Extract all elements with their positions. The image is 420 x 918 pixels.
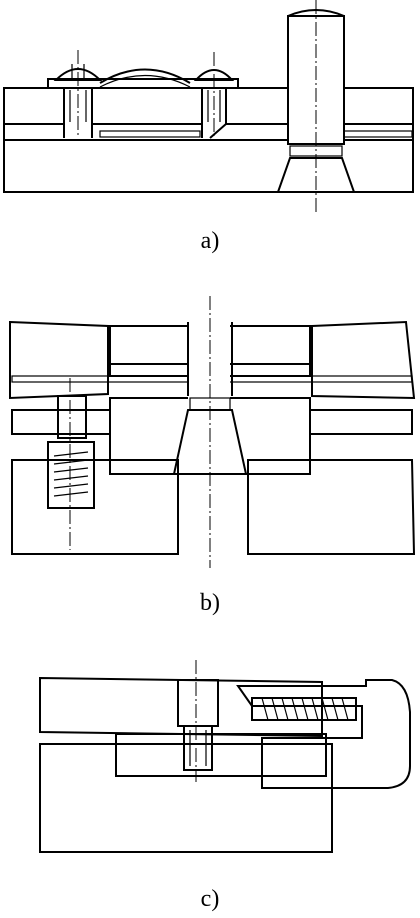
stripper-cover-plate xyxy=(47,78,239,89)
leaf-spring xyxy=(99,68,191,84)
die-opening xyxy=(172,409,248,475)
die-aperture xyxy=(276,157,356,193)
caption-a: a) xyxy=(200,228,220,254)
figure-b xyxy=(9,296,416,568)
caption-c: c) xyxy=(200,886,220,912)
guide-bar-right xyxy=(309,409,413,435)
hook-clamp xyxy=(236,679,411,789)
base-plate xyxy=(39,743,333,853)
cap-screw-head xyxy=(177,679,219,727)
caption-b: b) xyxy=(200,590,220,616)
pilot-pin xyxy=(57,395,87,439)
lower-base-left xyxy=(11,459,179,555)
guide-bar-left xyxy=(11,409,111,435)
workpiece-strip-right xyxy=(343,130,413,138)
screw-head-right xyxy=(193,69,235,81)
intermediate-block xyxy=(115,733,327,777)
top-plate xyxy=(39,676,323,738)
right-upper-block xyxy=(311,320,416,400)
screw-head-left xyxy=(53,68,103,81)
threaded-pin xyxy=(251,697,357,721)
figure-a xyxy=(3,0,414,212)
lower-die-plate xyxy=(3,139,414,193)
figure-c xyxy=(39,660,411,853)
left-upper-block xyxy=(9,320,109,400)
cap-screw-shank xyxy=(183,725,213,771)
workpiece-strip-left xyxy=(99,130,201,138)
spring-pocket xyxy=(47,441,95,509)
lower-base-right xyxy=(247,459,416,555)
